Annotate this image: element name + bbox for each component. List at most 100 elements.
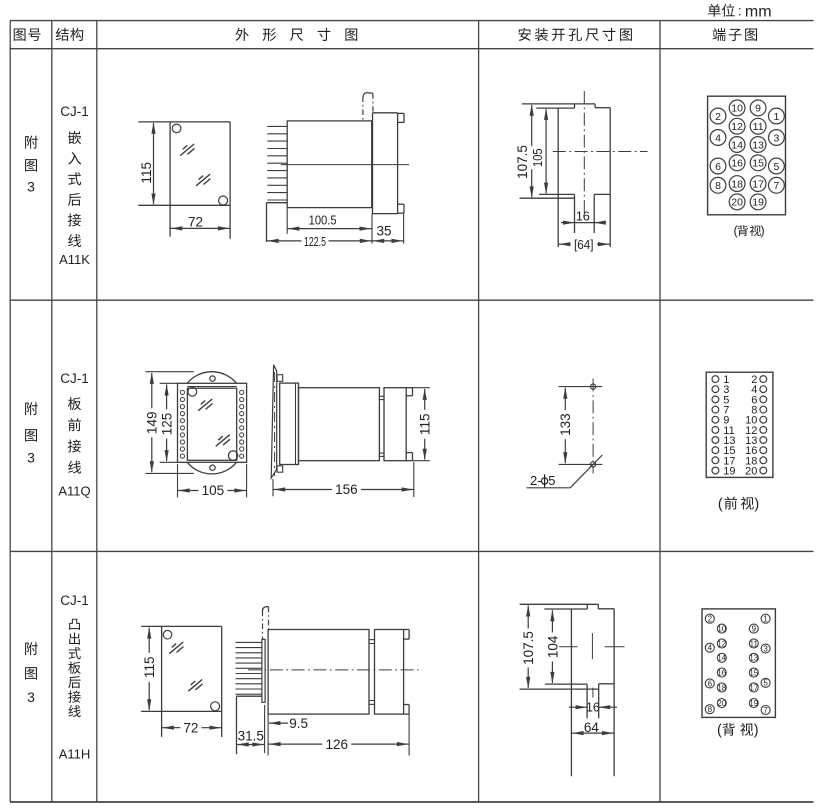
svg-text:105: 105 xyxy=(202,483,225,498)
svg-text:5: 5 xyxy=(773,161,779,173)
svg-text:17: 17 xyxy=(749,683,758,692)
svg-text:10: 10 xyxy=(717,625,726,634)
svg-text:12: 12 xyxy=(731,121,743,133)
svg-text:3: 3 xyxy=(27,450,35,466)
svg-text:20: 20 xyxy=(731,197,743,209)
svg-text:2: 2 xyxy=(751,374,757,386)
svg-text:6: 6 xyxy=(751,394,757,406)
svg-text:4: 4 xyxy=(715,132,721,144)
svg-text:11: 11 xyxy=(750,639,759,648)
svg-text:2-: 2- xyxy=(530,473,542,488)
svg-text:9.5: 9.5 xyxy=(289,716,308,731)
svg-text:8: 8 xyxy=(708,705,713,714)
svg-text:18: 18 xyxy=(731,178,743,190)
svg-text:105: 105 xyxy=(530,148,545,167)
svg-text:12: 12 xyxy=(745,425,757,437)
svg-text:): ) xyxy=(754,723,759,739)
svg-text:17: 17 xyxy=(723,455,735,467)
svg-text:3: 3 xyxy=(723,384,729,396)
svg-text:14: 14 xyxy=(731,139,743,151)
svg-text:3: 3 xyxy=(763,645,768,654)
svg-text:20: 20 xyxy=(717,699,726,708)
svg-text:10: 10 xyxy=(731,103,743,115)
svg-text:6: 6 xyxy=(708,679,713,688)
svg-text:(: ( xyxy=(717,723,722,739)
svg-text:9: 9 xyxy=(723,415,729,427)
svg-text:9: 9 xyxy=(755,103,761,115)
svg-text:107.5: 107.5 xyxy=(515,145,530,179)
svg-text:11: 11 xyxy=(723,425,734,437)
svg-text:125: 125 xyxy=(160,413,175,436)
svg-text:115: 115 xyxy=(418,414,433,436)
svg-text:[64]: [64] xyxy=(574,237,594,252)
svg-text:2: 2 xyxy=(708,615,713,624)
svg-text:A11H: A11H xyxy=(59,747,91,762)
svg-text:149: 149 xyxy=(145,412,160,435)
svg-text:3: 3 xyxy=(27,179,35,195)
svg-text:8: 8 xyxy=(715,180,721,192)
svg-text:15: 15 xyxy=(752,158,764,170)
svg-text:5: 5 xyxy=(723,394,729,406)
svg-text:13: 13 xyxy=(745,435,757,447)
svg-text:19: 19 xyxy=(752,197,764,209)
svg-text:18: 18 xyxy=(745,455,757,467)
svg-text:2: 2 xyxy=(715,111,721,123)
svg-text:8: 8 xyxy=(751,405,757,417)
svg-text:3: 3 xyxy=(773,132,779,144)
svg-text:16: 16 xyxy=(717,669,726,678)
svg-text:5: 5 xyxy=(548,473,555,488)
svg-text:156: 156 xyxy=(335,482,358,497)
svg-text:): ) xyxy=(754,496,759,512)
svg-text:64: 64 xyxy=(584,720,600,735)
svg-text:10: 10 xyxy=(745,415,757,427)
svg-text:1: 1 xyxy=(723,374,729,386)
svg-text:19: 19 xyxy=(749,699,758,708)
svg-text:mm: mm xyxy=(745,4,772,21)
svg-text:13: 13 xyxy=(723,435,735,447)
svg-text:115: 115 xyxy=(142,657,157,679)
svg-text:7: 7 xyxy=(723,405,729,417)
svg-text:16: 16 xyxy=(745,445,757,457)
svg-text:CJ-1: CJ-1 xyxy=(60,104,89,119)
svg-text:20: 20 xyxy=(745,466,757,478)
svg-text:15: 15 xyxy=(723,445,735,457)
svg-text:12: 12 xyxy=(717,639,726,648)
svg-text:104: 104 xyxy=(545,635,560,658)
svg-text:6: 6 xyxy=(715,161,721,173)
svg-text:16: 16 xyxy=(576,208,590,223)
svg-text:CJ-1: CJ-1 xyxy=(60,371,89,386)
svg-text:5: 5 xyxy=(763,679,768,688)
svg-text:7: 7 xyxy=(763,706,768,715)
svg-text:CJ-1: CJ-1 xyxy=(60,593,89,608)
svg-text:(: ( xyxy=(718,496,723,512)
svg-text:133: 133 xyxy=(558,413,573,436)
svg-text:4: 4 xyxy=(708,644,713,653)
svg-text:A11K: A11K xyxy=(59,252,90,267)
svg-text:13: 13 xyxy=(752,139,764,151)
svg-text:13: 13 xyxy=(749,654,758,663)
svg-text:17: 17 xyxy=(752,178,764,190)
svg-text:72: 72 xyxy=(188,215,203,230)
svg-text:100.5: 100.5 xyxy=(309,213,337,228)
svg-text:): ) xyxy=(761,224,765,238)
svg-text:14: 14 xyxy=(717,654,726,663)
svg-text:A11Q: A11Q xyxy=(58,484,90,499)
svg-text:7: 7 xyxy=(773,180,779,192)
svg-text:9: 9 xyxy=(752,625,757,634)
svg-text:4: 4 xyxy=(751,384,757,396)
svg-text:11: 11 xyxy=(753,121,764,133)
svg-text:126: 126 xyxy=(326,737,349,752)
svg-text:3: 3 xyxy=(27,689,35,705)
svg-text:1: 1 xyxy=(763,615,768,624)
svg-text:19: 19 xyxy=(723,466,735,478)
svg-text:18: 18 xyxy=(717,683,726,692)
svg-text:31.5: 31.5 xyxy=(238,729,264,744)
svg-text:72: 72 xyxy=(183,720,198,735)
svg-text:16: 16 xyxy=(731,158,743,170)
svg-text:1: 1 xyxy=(773,111,779,123)
svg-text:122.5: 122.5 xyxy=(304,234,326,249)
svg-text:35: 35 xyxy=(376,224,391,239)
svg-text:107.5: 107.5 xyxy=(521,631,536,665)
svg-text::: : xyxy=(738,4,742,19)
svg-text:16: 16 xyxy=(586,701,600,715)
